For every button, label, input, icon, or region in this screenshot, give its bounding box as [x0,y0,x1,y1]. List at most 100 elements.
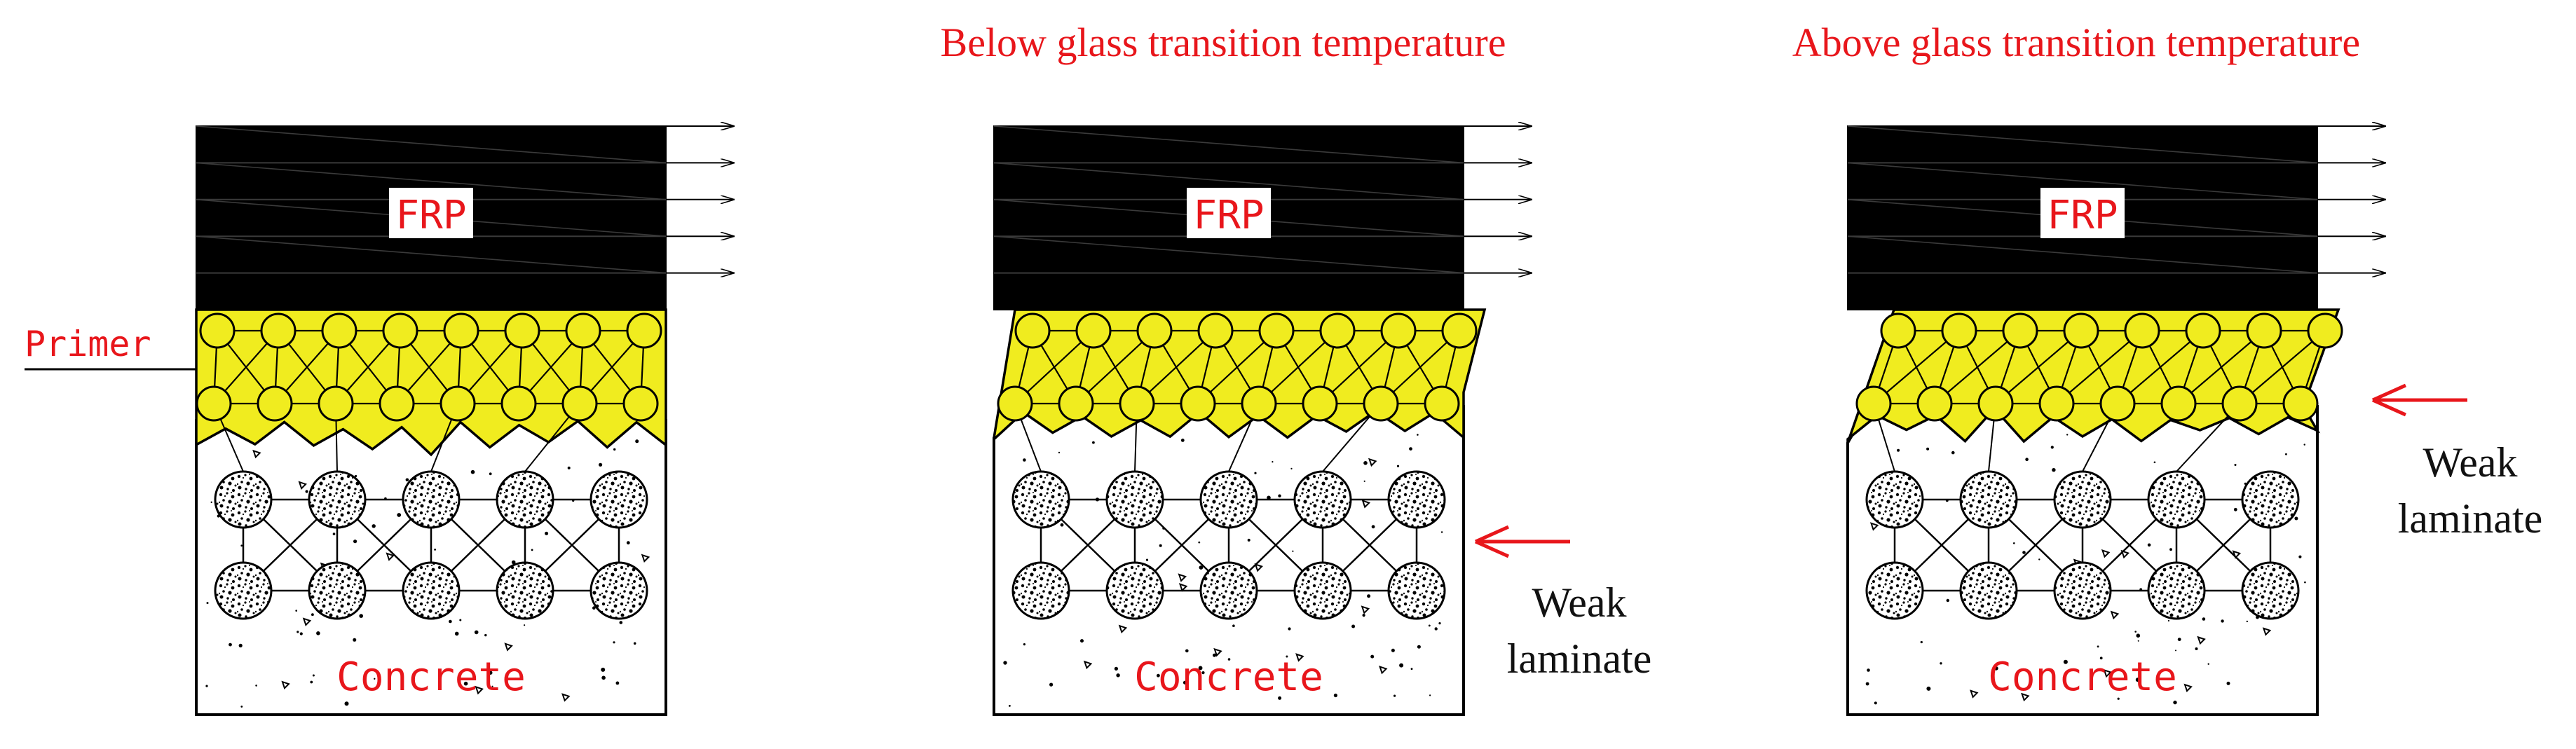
aggregate-particle [2241,470,2300,529]
sand-speck [2167,619,2169,622]
aggregate-grain [1178,583,1188,592]
sand-speck [1399,663,1404,668]
sand-speck [1159,544,1162,547]
primer-molecule [1058,385,1094,422]
sand-speck [1201,671,1205,675]
aggregate-particle [2053,561,2112,620]
aggregate-grain [1379,665,1388,675]
sand-speck [2226,681,2230,685]
aggregate-grain [2120,549,2129,559]
sand-speck [511,560,516,565]
sand-speck [470,469,475,474]
weak-callout-below: Weak laminate [1474,525,1652,682]
sand-speck [1232,624,1235,627]
sand-speck [374,678,376,680]
sand-speck [1363,480,1365,482]
aggregate-grain [2262,627,2272,636]
sand-speck [1278,696,1282,700]
aggregate-grain [281,680,290,690]
primer-molecule [2307,312,2343,349]
frp-label-box [389,188,473,238]
fiber-line [196,235,667,274]
aggregate-grain [252,449,261,459]
sand-speck [2013,542,2015,544]
sand-speck [405,478,409,482]
primer-molecule [1977,385,2014,422]
aggregate-particle [402,470,461,529]
sand-speck [1370,654,1375,659]
weak-label-line2: laminate [2398,495,2543,542]
sand-speck [2134,631,2137,633]
panel-above-tg: FRP Concrete [1846,126,2386,716]
aggregate-grain [1361,500,1371,509]
sand-speck [238,643,243,648]
aggregate-grain [1083,660,1093,670]
weak-label-line1: Weak [1532,579,1626,626]
sand-speck [454,631,459,636]
aggregate-grain [1178,573,1187,582]
aggregate-grain [2197,635,2206,645]
aggregate-particle [2147,561,2206,620]
weak-label-line2: laminate [1507,635,1652,682]
sand-speck [299,632,303,635]
sand-speck [1371,525,1375,529]
fiber-line [196,125,667,164]
sand-speck [2135,678,2140,682]
sand-speck [1157,673,1160,678]
sand-speck [601,667,606,672]
aggregate-grain [475,685,484,695]
sand-speck [255,685,257,687]
primer-molecule [1119,385,1155,422]
aggregate-particle [2241,561,2300,620]
sand-speck [1198,666,1203,671]
primer-molecule [439,385,476,422]
sand-speck [1434,627,1438,631]
sand-speck [1023,458,1026,462]
aggregate-grain [561,693,571,702]
sand-speck [545,531,549,535]
primer-molecule [1319,312,1356,349]
sand-speck [355,474,357,478]
sand-speck [619,621,623,624]
primer-molecule [1941,312,1977,349]
sand-speck [474,630,479,635]
sand-speck [1116,673,1120,678]
sand-speck [1290,467,1293,470]
aggregate-particle [1387,561,1446,620]
concrete-label: Concrete [1988,654,2177,700]
sand-speck [1951,451,1955,455]
arrow-left-icon [1474,525,1570,558]
aggregate-grain [2183,683,2193,693]
sand-speck [353,638,357,642]
weak-label-line1: Weak [2422,439,2517,486]
primer-molecule [1855,385,1892,422]
sand-speck [1114,666,1118,671]
sand-speck [2050,446,2054,449]
aggregate-grain [2232,550,2242,559]
sand-speck [1926,447,1930,451]
sand-speck [1060,523,1064,527]
primer-label: Primer [25,324,151,364]
aggregate-grain [2103,668,2112,678]
aggregate-grain [298,481,307,490]
primer-layer [993,308,1487,442]
primer-molecule [2063,312,2099,349]
sand-speck [1351,624,1356,628]
primer-molecule [443,312,479,349]
frp-label: FRP [2047,193,2118,238]
aggregate-particle [1387,470,1446,529]
aggregate-grain [2021,692,2030,702]
sand-speck [599,462,603,467]
fiber-line [993,162,1464,200]
sand-speck [1865,682,1869,686]
aggregate-grain [2110,610,2120,620]
aggregate-particle [1011,470,1070,529]
primer-molecule [1363,385,1399,422]
sand-speck [295,610,298,612]
primer-molecule [565,312,601,349]
aggregate-grain [302,617,312,626]
sand-speck [1410,668,1413,671]
sand-speck [316,631,320,635]
